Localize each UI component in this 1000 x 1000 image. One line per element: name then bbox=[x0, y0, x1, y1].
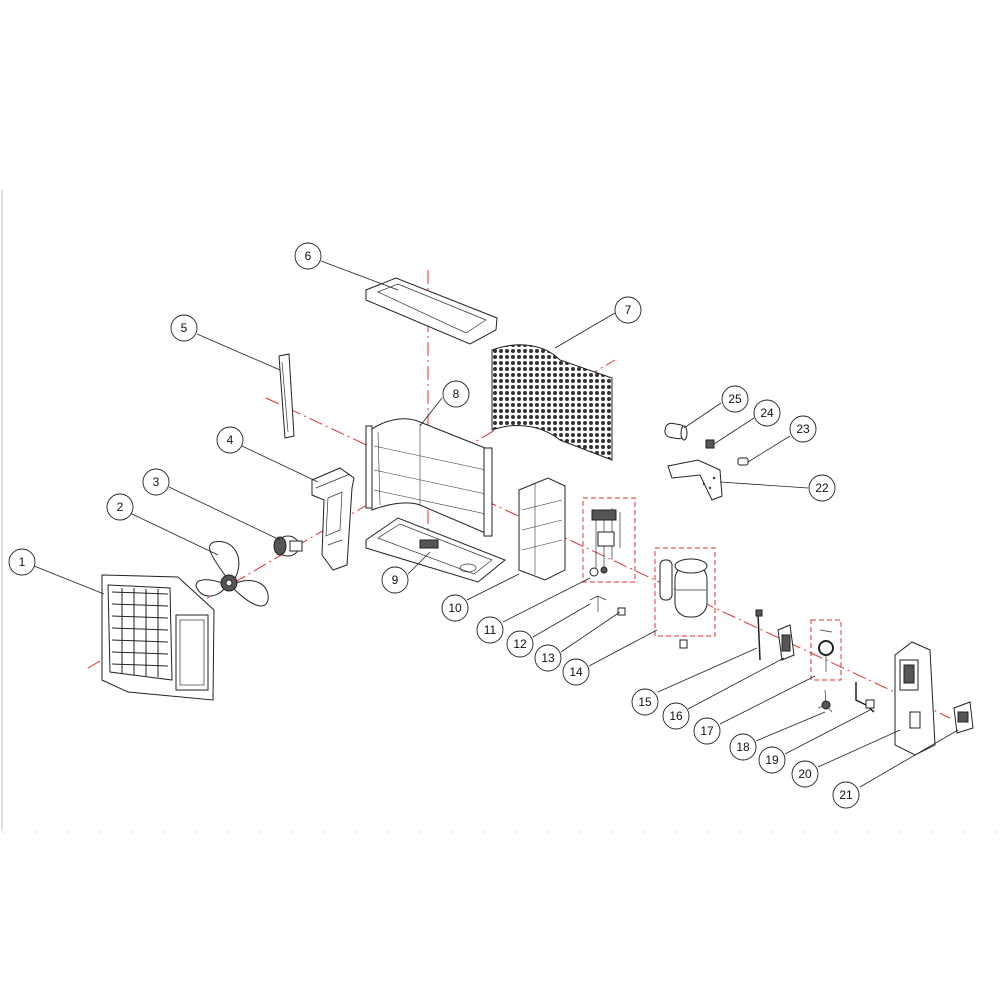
callout-10: 10 bbox=[441, 594, 469, 622]
callout-11: 11 bbox=[476, 616, 504, 644]
callout-14: 14 bbox=[562, 658, 590, 686]
callout-13: 13 bbox=[534, 644, 562, 672]
svg-text:4: 4 bbox=[227, 433, 234, 447]
valve-assembly bbox=[582, 497, 636, 616]
svg-text:2: 2 bbox=[117, 500, 124, 514]
svg-text:3: 3 bbox=[153, 475, 160, 489]
svg-text:11: 11 bbox=[484, 623, 497, 637]
svg-text:20: 20 bbox=[798, 767, 812, 781]
svg-text:7: 7 bbox=[625, 303, 632, 317]
svg-text:14: 14 bbox=[569, 665, 583, 679]
condenser-coil bbox=[365, 418, 493, 537]
svg-text:12: 12 bbox=[513, 637, 527, 651]
callout-9: 9 bbox=[381, 566, 409, 594]
svg-text:22: 22 bbox=[815, 481, 829, 495]
svg-text:18: 18 bbox=[736, 740, 750, 754]
callout-16: 16 bbox=[662, 702, 690, 730]
callout-8: 8 bbox=[442, 380, 470, 408]
callout-5: 5 bbox=[170, 314, 198, 342]
top-cover bbox=[365, 277, 498, 345]
callout-22: 22 bbox=[808, 474, 836, 502]
svg-text:15: 15 bbox=[638, 695, 652, 709]
expansion-valve-group bbox=[810, 619, 842, 681]
callout-1: 1 bbox=[8, 548, 36, 576]
mounting-bracket bbox=[667, 459, 723, 501]
callout-15: 15 bbox=[631, 688, 659, 716]
fan-motor bbox=[273, 535, 303, 557]
svg-text:13: 13 bbox=[541, 651, 555, 665]
callout-2: 2 bbox=[106, 493, 134, 521]
terminal-board bbox=[777, 624, 795, 661]
svg-text:16: 16 bbox=[669, 709, 683, 723]
callout-23: 23 bbox=[789, 415, 817, 443]
compressor-group bbox=[654, 547, 716, 649]
svg-text:9: 9 bbox=[392, 573, 399, 587]
rear-mesh-guard bbox=[491, 344, 613, 461]
leader-lines bbox=[33, 260, 959, 788]
base-pan bbox=[365, 517, 506, 583]
partition-plate bbox=[518, 477, 566, 581]
callout-19: 19 bbox=[758, 746, 786, 774]
svg-text:6: 6 bbox=[305, 249, 312, 263]
support-bar bbox=[278, 353, 295, 439]
callout-3: 3 bbox=[142, 468, 170, 496]
callouts: 1 2 3 4 5 6 7 8 9 10 11 12 13 14 15 16 1… bbox=[8, 242, 860, 809]
valve-cover bbox=[953, 701, 974, 734]
callout-21: 21 bbox=[832, 781, 860, 809]
callout-7: 7 bbox=[614, 296, 642, 324]
small-connector bbox=[737, 457, 749, 466]
callout-6: 6 bbox=[294, 242, 322, 270]
svg-text:8: 8 bbox=[453, 387, 460, 401]
callout-12: 12 bbox=[506, 630, 534, 658]
callout-17: 17 bbox=[693, 717, 721, 745]
svg-text:17: 17 bbox=[700, 724, 714, 738]
svg-text:21: 21 bbox=[839, 788, 853, 802]
pipe-fitting bbox=[855, 682, 875, 713]
callout-20: 20 bbox=[791, 760, 819, 788]
side-panel bbox=[894, 641, 936, 756]
svg-text:5: 5 bbox=[181, 321, 188, 335]
front-panel-grille bbox=[101, 574, 215, 701]
svg-text:24: 24 bbox=[760, 406, 774, 420]
callout-24: 24 bbox=[753, 399, 781, 427]
svg-text:1: 1 bbox=[19, 555, 26, 569]
temperature-sensor bbox=[755, 609, 763, 661]
callout-4: 4 bbox=[216, 426, 244, 454]
capillary-tube bbox=[817, 689, 833, 713]
svg-text:25: 25 bbox=[728, 392, 742, 406]
svg-text:10: 10 bbox=[448, 601, 462, 615]
svg-text:23: 23 bbox=[796, 422, 810, 436]
capacitor bbox=[664, 422, 688, 441]
callout-18: 18 bbox=[729, 733, 757, 761]
callout-25: 25 bbox=[721, 385, 749, 413]
clip bbox=[705, 439, 715, 449]
svg-text:19: 19 bbox=[765, 753, 779, 767]
fan-blade bbox=[195, 541, 269, 607]
motor-bracket bbox=[311, 467, 355, 571]
